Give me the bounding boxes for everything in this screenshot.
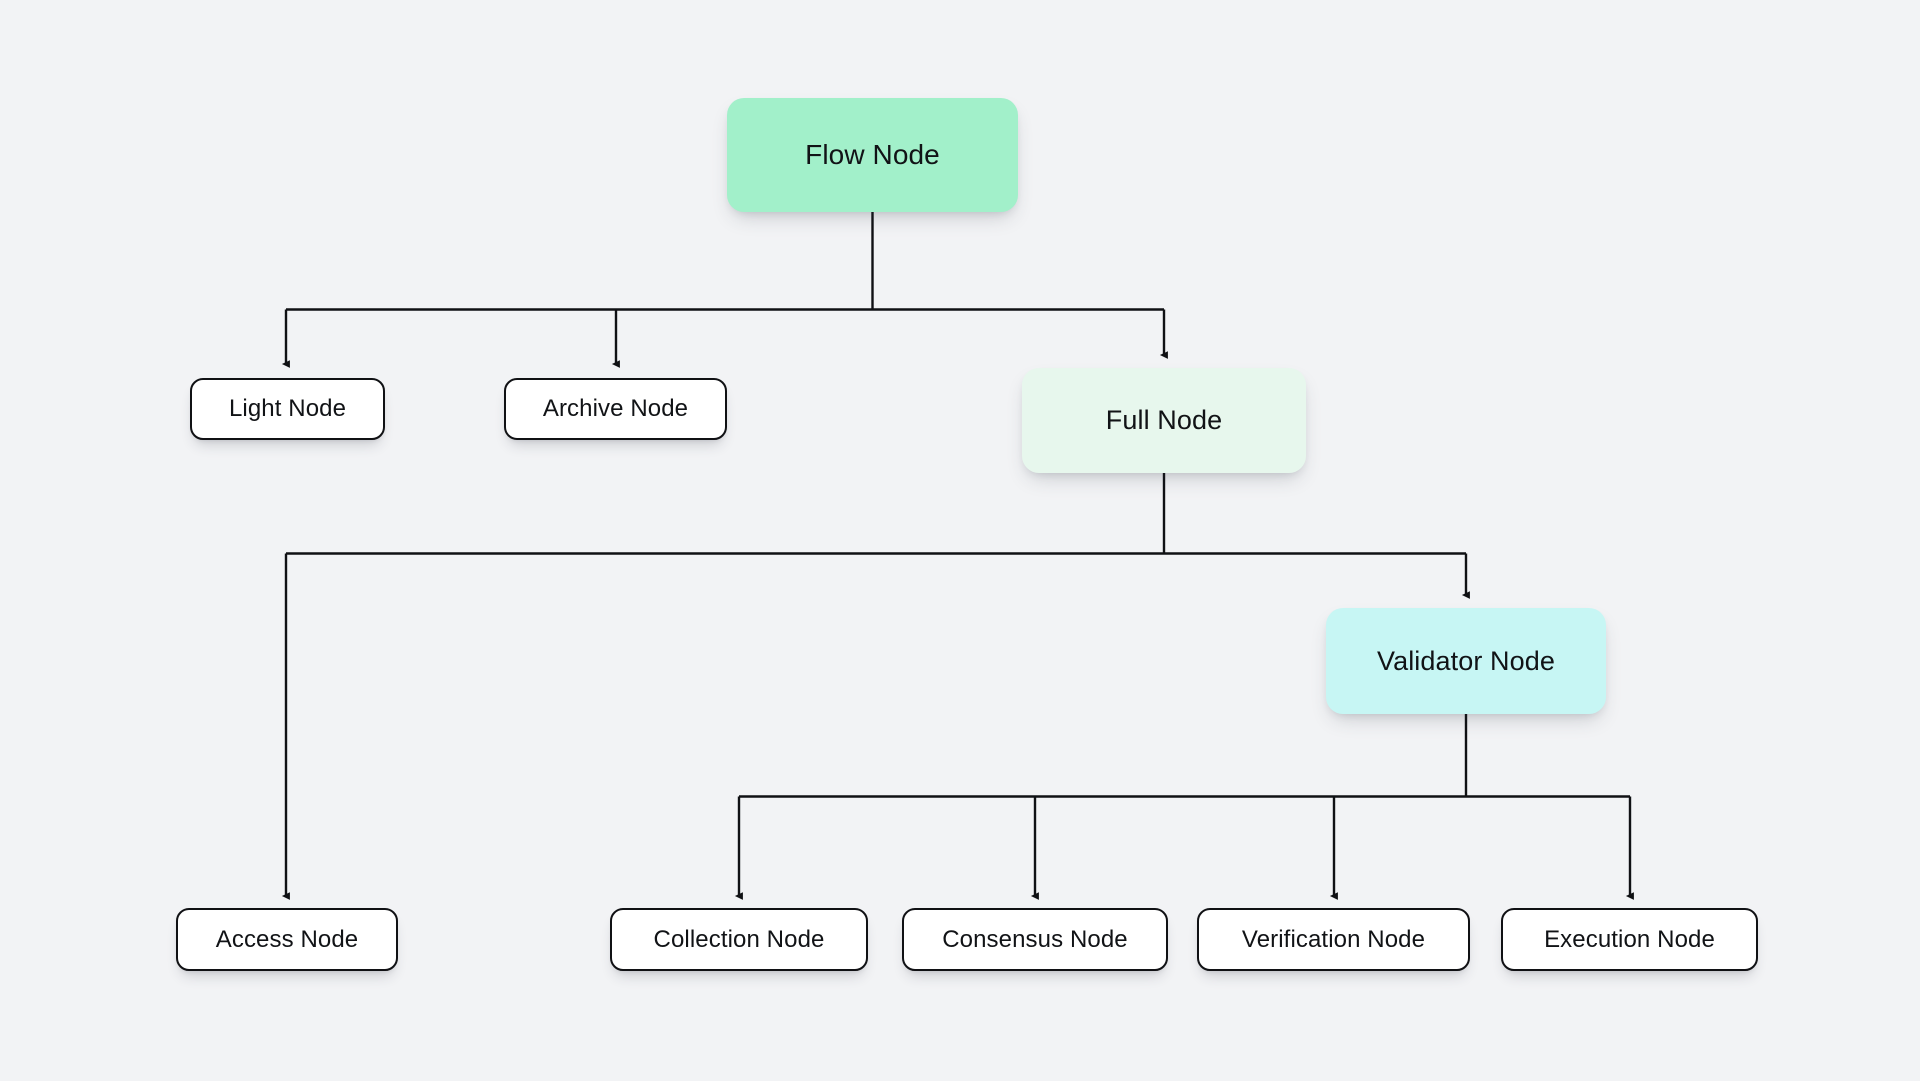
node-access-node[interactable]: Access Node (176, 908, 398, 971)
node-light-node[interactable]: Light Node (190, 378, 385, 440)
node-flow-node[interactable]: Flow Node (727, 98, 1018, 212)
node-full-node-label: Full Node (1105, 405, 1223, 435)
node-consensus-node[interactable]: Consensus Node (902, 908, 1168, 971)
node-archive-node-label: Archive Node (542, 395, 689, 422)
node-collection-node[interactable]: Collection Node (610, 908, 868, 971)
node-execution-node-label: Execution Node (1544, 925, 1715, 953)
node-validator-node[interactable]: Validator Node (1326, 608, 1606, 714)
node-collection-node-label: Collection Node (653, 925, 825, 953)
node-flow-node-label: Flow Node (805, 139, 940, 170)
node-light-node-label: Light Node (228, 395, 347, 422)
node-access-node-label: Access Node (215, 925, 359, 953)
node-full-node[interactable]: Full Node (1022, 368, 1306, 473)
node-verification-node[interactable]: Verification Node (1197, 908, 1470, 971)
node-validator-node-label: Validator Node (1376, 645, 1555, 676)
node-verification-node-label: Verification Node (1241, 925, 1426, 953)
node-consensus-node-label: Consensus Node (942, 925, 1128, 953)
node-execution-node[interactable]: Execution Node (1501, 908, 1758, 971)
node-archive-node[interactable]: Archive Node (504, 378, 727, 440)
